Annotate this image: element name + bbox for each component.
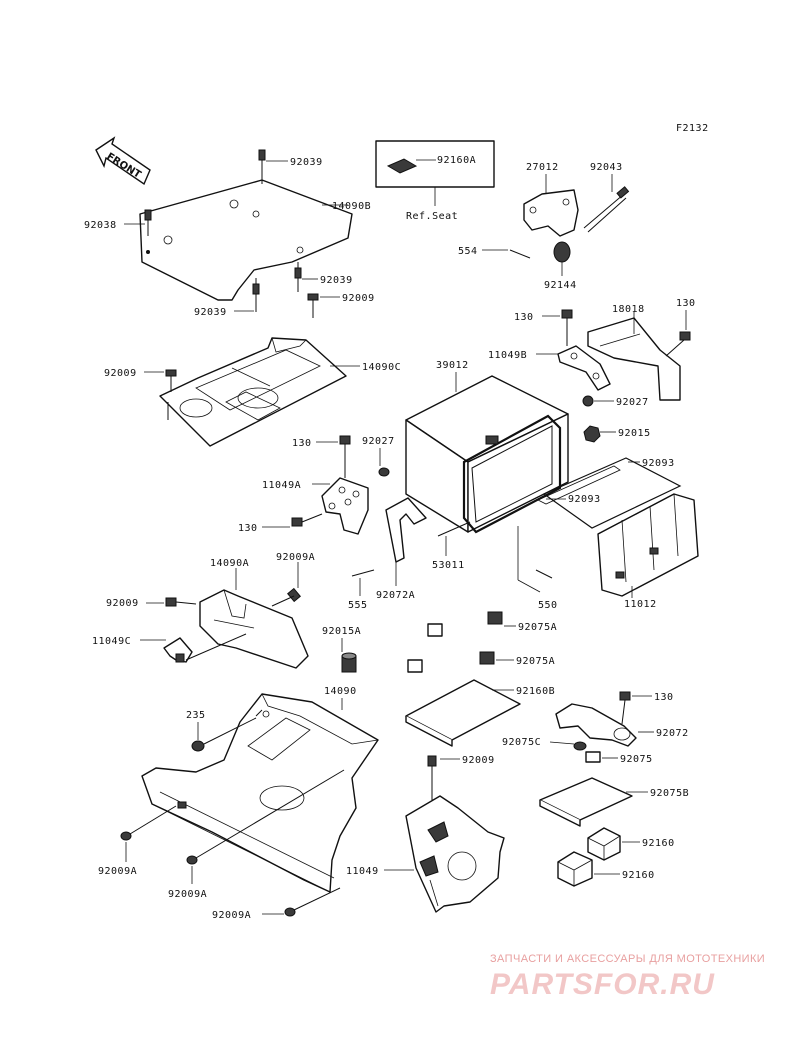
label-11049C: 11049C [92,636,131,647]
label-550: 550 [538,600,558,611]
label-92027-b: 92027 [362,436,395,447]
label-92009-c: 92009 [106,598,139,609]
label-92039-top: 92039 [290,157,323,168]
label-554: 554 [458,246,478,257]
bracket-92072 [555,691,637,763]
label-555: 555 [348,600,368,611]
label-14090B: 14090B [332,201,371,212]
pad-92160B [405,679,521,747]
label-92015: 92015 [618,428,651,439]
bolt-92009-b [165,369,177,392]
plate-11049 [405,795,505,913]
label-92009-a: 92009 [342,293,375,304]
block-92160-b [557,851,593,887]
label-92009-b: 92009 [104,368,137,379]
label-92160B: 92160B [516,686,555,697]
label-130-c: 130 [292,438,312,449]
label-53011: 53011 [432,560,465,571]
spacer-92015A [341,652,357,673]
label-92160-a: 92160 [642,838,675,849]
screw-92009A-b [120,805,177,841]
cover-14090A [199,587,309,669]
bracket-18018 [587,317,691,401]
diagram-code: F2132 [676,123,709,134]
block-92160-a [587,827,621,861]
watermark: ЗАПЧАСТИ И АКСЕССУАРЫ ДЛЯ МОТОТЕХНИКИ PA… [490,953,765,1001]
label-92039-mid: 92039 [320,275,353,286]
front-arrow-icon: FRONT [95,136,151,186]
label-92160-b: 92160 [622,870,655,881]
label-92072A: 92072A [376,590,415,601]
label-18018: 18018 [612,304,645,315]
label-92038: 92038 [84,220,117,231]
label-92043: 92043 [590,162,623,173]
label-130-a: 130 [676,298,696,309]
label-92075: 92075 [620,754,653,765]
label-92075A-b: 92075A [516,656,555,667]
label-11049: 11049 [346,866,379,877]
label-92039-low: 92039 [194,307,227,318]
label-14090C: 14090C [362,362,401,373]
label-92144: 92144 [544,280,577,291]
bracket-11049A [291,435,390,535]
watermark-tagline: ЗАПЧАСТИ И АКСЕССУАРЫ ДЛЯ МОТОТЕХНИКИ [490,953,765,965]
label-92009A-d: 92009A [212,910,251,921]
screw-92009A-d [284,887,341,917]
bolt-92009-c [165,597,197,607]
label-130-d: 130 [238,523,258,534]
label-92160A: 92160A [437,155,476,166]
screw-235 [191,717,257,752]
label-11012: 11012 [624,599,657,610]
pad-92075B [539,777,633,827]
label-11049B: 11049B [488,350,527,361]
label-92075A-a: 92075A [518,622,557,633]
label-235: 235 [186,710,206,721]
label-92072: 92072 [656,728,689,739]
label-92093-a: 92093 [642,458,675,469]
bolt-92009-a [307,293,319,318]
label-92075C: 92075C [502,737,541,748]
cover-14090 [141,693,379,893]
label-92015A: 92015A [322,626,361,637]
bracket-11049B [557,309,611,391]
ref-seat-label: Ref.Seat [406,211,458,222]
bolt-92009-d [427,755,437,800]
screw-92009A-c [186,769,345,865]
label-92075B: 92075B [650,788,689,799]
label-92093-b: 92093 [568,494,601,505]
bracket-11049C [163,633,247,663]
label-14090A: 14090A [210,558,249,569]
tool-box-39012 [405,375,569,534]
label-27012: 27012 [526,162,559,173]
cover-plate-14090C [159,337,347,447]
label-92009A-c: 92009A [168,889,207,900]
latch-27012 [509,186,630,263]
bracket-92072A [385,497,427,563]
label-130-e: 130 [654,692,674,703]
box-lid-11012 [597,493,699,597]
ref-seat-box: 92160A Ref.Seat [375,140,495,222]
label-39012: 39012 [436,360,469,371]
label-92027-a: 92027 [616,397,649,408]
label-92009A-b: 92009A [98,866,137,877]
label-92009-d: 92009 [462,755,495,766]
label-11049A: 11049A [262,480,301,491]
label-92009A-a: 92009A [276,552,315,563]
label-130-b: 130 [514,312,534,323]
pad-92075A-b [407,651,495,673]
label-14090: 14090 [324,686,357,697]
watermark-logo: PARTSFOR.RU [490,968,715,1001]
pad-92075A-a [427,611,503,637]
cover-plate-14090B [139,149,353,312]
